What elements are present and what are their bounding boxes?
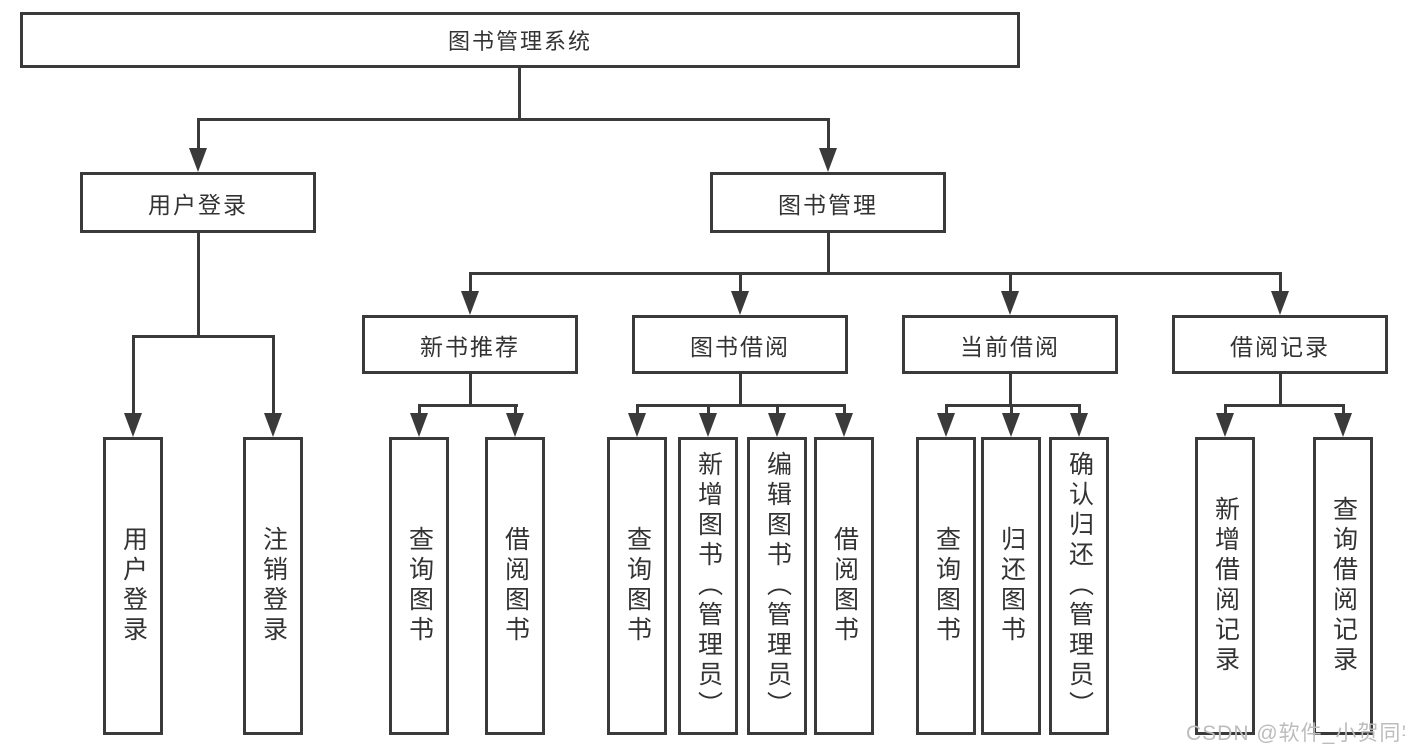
arrowhead-down-icon: [189, 148, 207, 172]
connector-line: [132, 335, 275, 338]
connector-line: [469, 272, 1282, 275]
leaf-edit-book-admin: 编辑图书（管理员）: [747, 437, 807, 735]
connector-line: [418, 404, 421, 416]
connector-line: [945, 404, 1081, 407]
connector-line: [636, 404, 846, 407]
node-current-borrowing: 当前借阅: [902, 315, 1118, 374]
arrowhead-down-icon: [628, 413, 646, 437]
arrowhead-down-icon: [731, 291, 749, 315]
leaf-user-login: 用户登录: [103, 437, 163, 735]
node-user-login: 用户登录: [80, 172, 316, 233]
connector-line: [272, 335, 275, 417]
connector-line: [636, 404, 639, 416]
connector-line: [1009, 374, 1012, 407]
arrowhead-down-icon: [835, 413, 853, 437]
arrowhead-down-icon: [819, 148, 837, 172]
connector-line: [1078, 404, 1081, 416]
node-book-management: 图书管理: [710, 172, 946, 233]
arrowhead-down-icon: [937, 413, 955, 437]
connector-line: [1009, 272, 1012, 294]
leaf-return-book: 归还图书: [981, 437, 1041, 735]
arrowhead-down-icon: [1002, 413, 1020, 437]
leaf-borrow-books-recommend: 借阅图书: [485, 437, 545, 735]
connector-line: [469, 272, 472, 294]
connector-line: [197, 118, 830, 121]
connector-line: [1279, 272, 1282, 294]
leaf-logout: 注销登录: [243, 437, 303, 735]
connector-line: [707, 404, 710, 416]
arrowhead-down-icon: [461, 291, 479, 315]
arrowhead-down-icon: [124, 413, 142, 437]
arrowhead-down-icon: [1271, 291, 1289, 315]
arrowhead-down-icon: [699, 413, 717, 437]
connector-line: [827, 118, 830, 152]
node-library-management-system: 图书管理系统: [20, 12, 1020, 68]
csdn-watermark: CSDN @软件_小贺同学: [1186, 722, 1405, 745]
connector-line: [132, 335, 135, 417]
connector-line: [1224, 404, 1227, 416]
arrowhead-down-icon: [768, 413, 786, 437]
connector-line: [1010, 404, 1013, 416]
leaf-confirm-return-admin: 确认归还（管理员）: [1049, 437, 1109, 735]
leaf-add-book-admin: 新增图书（管理员）: [678, 437, 738, 735]
connector-line: [776, 404, 779, 416]
connector-line: [827, 233, 830, 275]
connector-line: [739, 374, 742, 407]
connector-line: [739, 272, 742, 294]
connector-line: [945, 404, 948, 416]
connector-line: [843, 404, 846, 416]
leaf-borrow-books-borrowing: 借阅图书: [814, 437, 874, 735]
connector-line: [1224, 404, 1345, 407]
arrowhead-down-icon: [410, 413, 428, 437]
arrowhead-down-icon: [1334, 413, 1352, 437]
arrowhead-down-icon: [1001, 291, 1019, 315]
connector-line: [197, 233, 200, 338]
node-new-book-recommendation: 新书推荐: [362, 315, 578, 374]
leaf-query-borrow-record: 查询借阅记录: [1313, 437, 1373, 735]
leaf-query-books-current: 查询图书: [916, 437, 976, 735]
connector-line: [469, 374, 472, 407]
node-book-borrowing: 图书借阅: [632, 315, 848, 374]
connector-line: [1279, 374, 1282, 407]
arrowhead-down-icon: [1070, 413, 1088, 437]
leaf-add-borrow-record: 新增借阅记录: [1195, 437, 1255, 735]
node-borrowing-records: 借阅记录: [1172, 315, 1388, 374]
leaf-query-books-borrowing: 查询图书: [607, 437, 667, 735]
connector-line: [197, 118, 200, 152]
arrowhead-down-icon: [506, 413, 524, 437]
connector-line: [418, 404, 518, 407]
connector-line: [1342, 404, 1345, 416]
connector-line: [518, 68, 521, 120]
leaf-query-books-recommend: 查询图书: [389, 437, 449, 735]
connector-line: [514, 404, 517, 416]
arrowhead-down-icon: [264, 413, 282, 437]
arrowhead-down-icon: [1216, 413, 1234, 437]
